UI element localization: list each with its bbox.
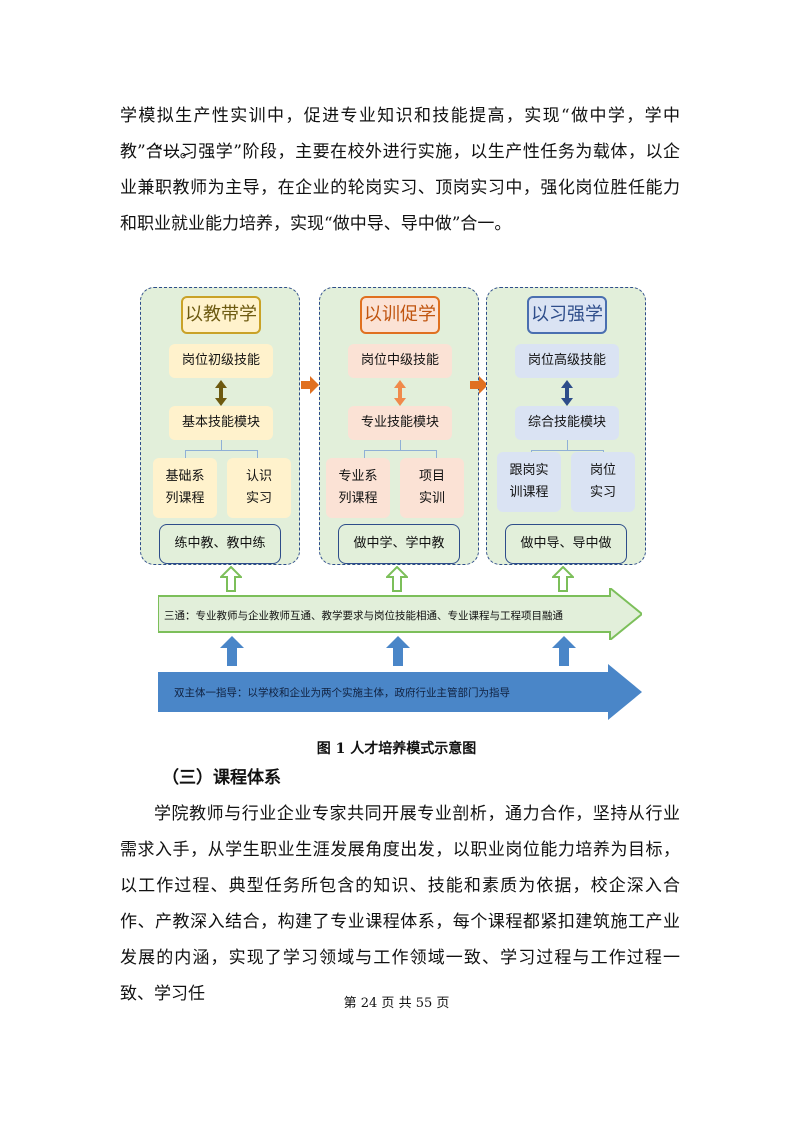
method-box: 做中导、导中做 [505, 524, 627, 564]
up-arrow-icon [220, 636, 244, 670]
panel-tier-2: 以训促学 岗位中级技能 专业技能模块 专业系 列课程 项目 实训 做中学、学中教 [319, 287, 479, 565]
dual-subject-text: 双主体一指导：以学校和企业为两个实施主体，政府行业主管部门为指导 [174, 687, 510, 699]
section-heading: （三）课程体系 [162, 768, 281, 788]
panel-tier-1: 以教带学 岗位初级技能 基本技能模块 基础系 列课程 认识 实习 练中教、教中练 [140, 287, 300, 565]
flow-arrow-icon [301, 376, 319, 398]
module-box: 基本技能模块 [169, 406, 273, 440]
up-arrow-icon [550, 565, 576, 596]
panel-title: 以训促学 [360, 296, 440, 334]
double-arrow-icon [215, 380, 227, 406]
course-box: 基础系 列课程 [153, 458, 217, 518]
module-box: 专业技能模块 [348, 406, 452, 440]
course-box: 跟岗实 训课程 [497, 452, 561, 512]
three-links-banner [157, 585, 644, 644]
up-arrow-icon [552, 636, 576, 670]
course-box: 专业系 列课程 [326, 458, 390, 518]
paragraph-practice-stage: “以习强学”阶段，主要在校外进行实施，以生产性任务为载体，以企业兼职教师为主导，… [120, 142, 680, 234]
figure-caption: 图 1 人才培养模式示意图 [316, 741, 477, 757]
up-arrow-icon [386, 636, 410, 670]
skill-box: 岗位初级技能 [169, 344, 273, 378]
flow-arrow-icon [470, 376, 488, 398]
method-box: 练中教、教中练 [159, 524, 281, 564]
training-model-figure: 以教带学 岗位初级技能 基本技能模块 基础系 列课程 认识 实习 练中教、教中练… [140, 282, 650, 732]
double-arrow-icon [561, 380, 573, 406]
up-arrow-icon [218, 565, 244, 596]
paragraph-curriculum: 学院教师与行业企业专家共同开展专业剖析，通力合作，坚持从行业需求入手，从学生职业… [120, 804, 680, 1004]
practice-box: 项目 实训 [400, 458, 464, 518]
page-footer: 第 24 页 共 55 页 [343, 996, 450, 1011]
practice-box: 认识 实习 [227, 458, 291, 518]
paragraph-top: 学模拟生产性实训中，促进专业知识和技能提高，实现“做中学，学中教”合一。 [120, 106, 680, 162]
up-arrow-icon [384, 565, 410, 596]
three-links-text: 三通：专业教师与企业教师互通、教学要求与岗位技能相通、专业课程与工程项目融通 [164, 610, 563, 622]
practice-box: 岗位 实习 [571, 452, 635, 512]
panel-title: 以教带学 [181, 296, 261, 334]
panel-tier-3: 以习强学 岗位高级技能 综合技能模块 跟岗实 训课程 岗位 实习 做中导、导中做 [486, 287, 646, 565]
skill-box: 岗位高级技能 [515, 344, 619, 378]
skill-box: 岗位中级技能 [348, 344, 452, 378]
module-box: 综合技能模块 [515, 406, 619, 440]
double-arrow-icon [394, 380, 406, 406]
dual-subject-banner [158, 664, 642, 724]
panel-title: 以习强学 [527, 296, 607, 334]
method-box: 做中学、学中教 [338, 524, 460, 564]
